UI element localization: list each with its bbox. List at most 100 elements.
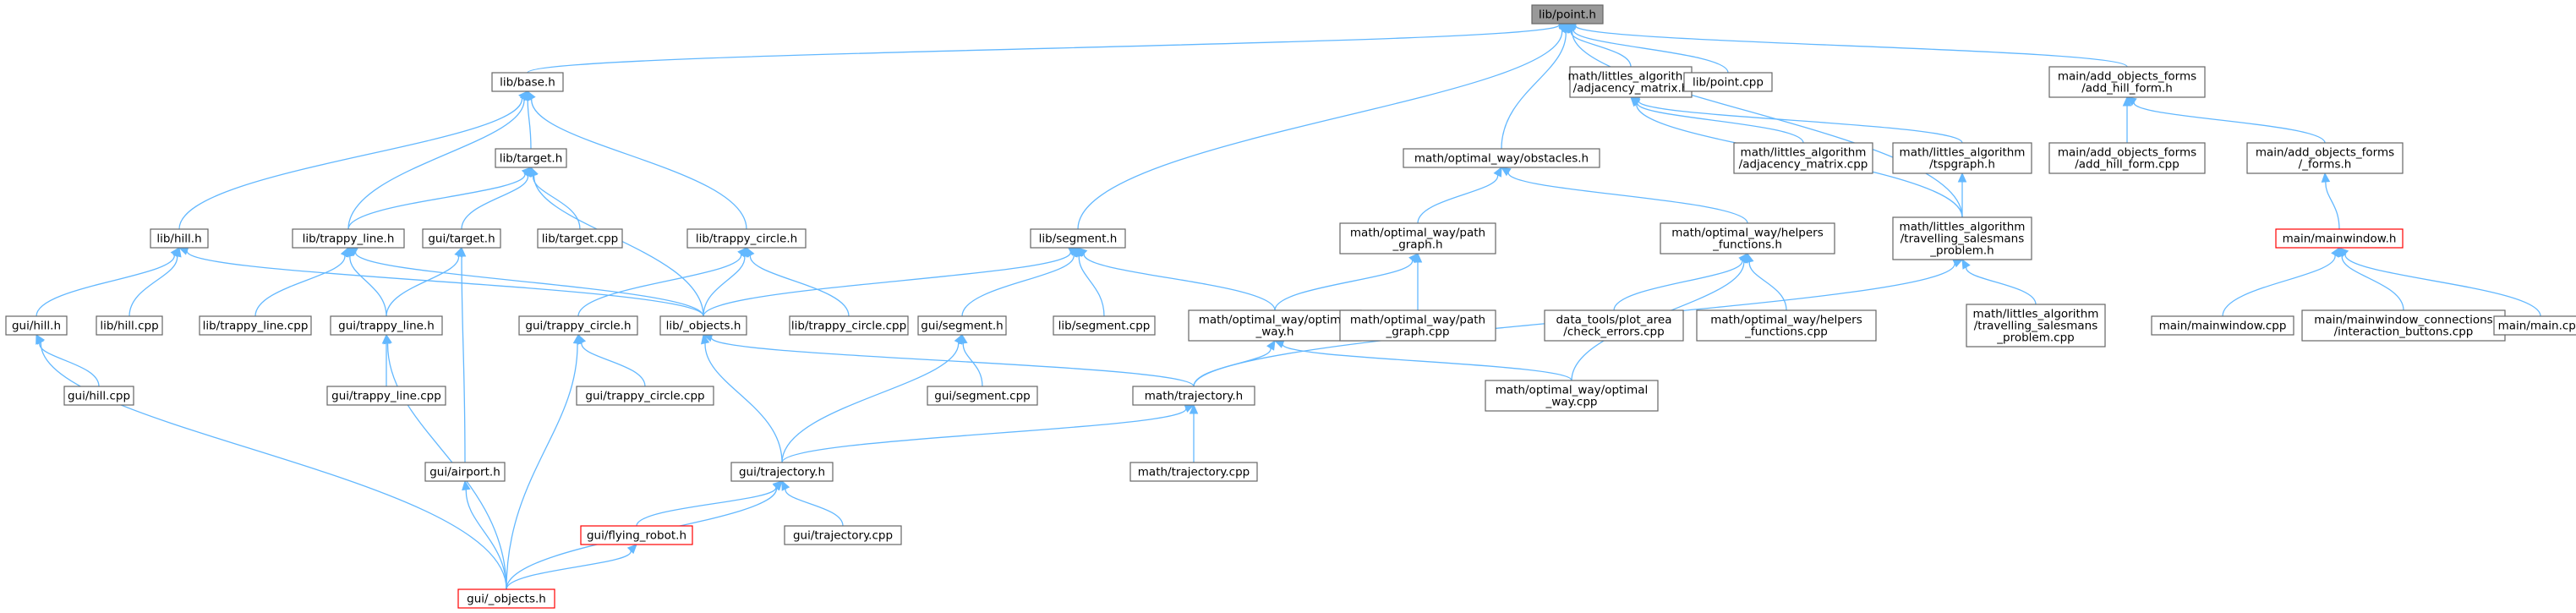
node-forms-h[interactable]: main/add_objects_forms/_forms.h: [2246, 142, 2404, 174]
node-checkerr-cpp[interactable]: data_tools/plot_area/check_errors.cpp: [1544, 309, 1684, 342]
node-gobjects-h[interactable]: gui/_objects.h: [457, 588, 555, 609]
edge-tline-h-to-tline-cpp: [254, 246, 349, 317]
node-label: /add_hill_form.cpp: [2075, 158, 2179, 172]
node-label: math/littles_algorithm: [1568, 70, 1694, 84]
node-label: /adjacency_matrix.cpp: [1739, 158, 1868, 172]
edges-layer: [36, 20, 2541, 590]
node-tline-h[interactable]: lib/trappy_line.h: [292, 228, 405, 249]
node-box: [2275, 228, 2404, 249]
node-label: lib/target.h: [500, 152, 563, 166]
node-ghill-h[interactable]: gui/hill.h: [5, 315, 68, 336]
edge-hill-h-to-objects-h: [178, 246, 704, 317]
node-adj-cpp[interactable]: math/littles_algorithm/adjacency_matrix.…: [1733, 142, 1873, 174]
node-gsegment-h[interactable]: gui/segment.h: [917, 315, 1007, 336]
node-gtarget-h[interactable]: gui/target.h: [422, 228, 501, 249]
node-box: [518, 315, 638, 336]
node-label: math/optimal_way/path: [1350, 314, 1485, 327]
node-point-h[interactable]: lib/point.h: [1531, 4, 1604, 25]
edge-point-h-to-segment-h: [1077, 23, 1568, 230]
node-hill-cpp[interactable]: lib/hill.cpp: [96, 315, 163, 336]
node-gtline-h[interactable]: gui/trappy_line.h: [330, 315, 443, 336]
node-box: [1696, 309, 1877, 342]
edge-adj-h-to-adj-cpp: [1630, 96, 1804, 144]
node-label: data_tools/plot_area: [1556, 314, 1671, 327]
node-gsegment-cpp[interactable]: gui/segment.cpp: [927, 386, 1038, 406]
node-ahf-cpp[interactable]: main/add_objects_forms/add_hill_form.cpp: [2048, 142, 2206, 174]
node-pgraph-cpp[interactable]: math/optimal_way/path_graph.cpp: [1339, 309, 1496, 342]
node-box: [580, 525, 693, 545]
edge-tcircle-h-to-objects-h: [703, 246, 749, 317]
node-target-cpp[interactable]: lib/target.cpp: [537, 228, 623, 249]
node-gtraj-h[interactable]: gui/trajectory.h: [730, 462, 834, 482]
node-label: gui/trappy_line.h: [338, 320, 435, 333]
node-label: math/trajectory.h: [1145, 390, 1243, 403]
node-ghill-cpp[interactable]: gui/hill.cpp: [63, 386, 134, 406]
node-tsprob-cpp[interactable]: math/littles_algorithm/travelling_salesm…: [1966, 304, 2106, 348]
edge-grobot-h-to-gobjects-h: [506, 544, 637, 590]
node-box: [1129, 462, 1258, 482]
node-box: [1053, 315, 1156, 336]
node-ow-cpp[interactable]: math/optimal_way/optimal_way.cpp: [1485, 380, 1659, 412]
edge-gsegment-h-to-gtraj-h: [781, 333, 963, 463]
node-label: _functions.cpp: [1744, 326, 1828, 339]
node-label: _functions.h: [1712, 238, 1782, 252]
node-tline-cpp[interactable]: lib/trappy_line.cpp: [199, 315, 312, 336]
node-label: lib/_objects.h: [666, 320, 741, 333]
node-label: gui/hill.cpp: [68, 390, 130, 403]
edge-base-h-to-tcircle-h: [527, 90, 747, 230]
node-pgraph-h[interactable]: math/optimal_way/path_graph.h: [1339, 222, 1496, 255]
edge-obstacles-h-to-pgraph-h: [1417, 166, 1502, 224]
node-label: _problem.cpp: [1996, 331, 2074, 345]
node-label: gui/hill.h: [12, 320, 61, 333]
node-box: [495, 148, 567, 168]
edge-segment-h-to-gsegment-h: [961, 246, 1079, 317]
edge-segment-h-to-ow-h: [1077, 247, 1276, 311]
node-segment-h[interactable]: lib/segment.h: [1030, 228, 1126, 249]
node-label: gui/airport.h: [429, 466, 500, 479]
node-label: math/littles_algorithm: [1741, 146, 1867, 160]
node-box: [659, 315, 747, 336]
node-tsp-h[interactable]: math/littles_algorithm/tspgraph.h: [1892, 142, 2032, 174]
node-ow-h[interactable]: math/optimal_way/optimal_way.h: [1188, 309, 1362, 342]
edge-tsp-h-to-tsprob-h: [1957, 172, 1967, 217]
node-segment-cpp[interactable]: lib/segment.cpp: [1053, 315, 1156, 336]
node-helpers-cpp[interactable]: math/optimal_way/helpers_functions.cpp: [1696, 309, 1877, 342]
node-box: [927, 386, 1038, 406]
node-gtraj-cpp[interactable]: gui/trajectory.cpp: [784, 525, 902, 545]
node-main-cpp[interactable]: main/main.cpp: [2493, 315, 2576, 336]
node-target-h[interactable]: lib/target.h: [495, 148, 567, 168]
node-point-cpp[interactable]: lib/point.cpp: [1683, 72, 1773, 92]
node-hill-h[interactable]: lib/hill.h: [150, 228, 209, 249]
node-obstacles-h[interactable]: math/optimal_way/obstacles.h: [1403, 148, 1600, 168]
node-traj-h[interactable]: math/trajectory.h: [1132, 386, 1255, 406]
node-grobot-h[interactable]: gui/flying_robot.h: [580, 525, 693, 545]
node-box: [686, 228, 807, 249]
node-label: /check_errors.cpp: [1563, 326, 1664, 339]
node-gtcircle-h[interactable]: gui/trappy_circle.h: [518, 315, 638, 336]
node-helpers-h[interactable]: math/optimal_way/helpers_functions.h: [1660, 222, 1835, 255]
node-box: [2246, 142, 2404, 174]
edge-target-h-to-tline-h: [347, 167, 532, 230]
node-box: [1892, 142, 2032, 174]
node-mwconn-cpp[interactable]: main/mainwindow_connections/interaction_…: [2301, 309, 2506, 342]
node-mainwindow-cpp[interactable]: main/mainwindow.cpp: [2151, 315, 2294, 336]
node-gtcircle-cpp[interactable]: gui/trappy_circle.cpp: [576, 386, 714, 406]
node-tcircle-h[interactable]: lib/trappy_circle.h: [686, 228, 807, 249]
node-label: lib/trappy_line.h: [303, 233, 395, 246]
node-label: math/littles_algorithm: [1973, 308, 2099, 321]
node-box: [1966, 304, 2106, 348]
node-ahf-h[interactable]: main/add_objects_forms/add_hill_form.h: [2048, 66, 2206, 98]
node-gtline-cpp[interactable]: gui/trappy_line.cpp: [326, 386, 446, 406]
node-traj-cpp[interactable]: math/trajectory.cpp: [1129, 462, 1258, 482]
node-adj-h[interactable]: math/littles_algorithm/adjacency_matrix.…: [1568, 66, 1694, 98]
node-tsprob-h[interactable]: math/littles_algorithm/travelling_salesm…: [1892, 216, 2032, 260]
node-label: math/optimal_way/helpers: [1671, 227, 1824, 240]
node-mainwindow-h[interactable]: main/mainwindow.h: [2275, 228, 2404, 249]
node-base-h[interactable]: lib/base.h: [491, 72, 564, 92]
node-box: [784, 525, 902, 545]
node-tcircle-cpp[interactable]: lib/trappy_circle.cpp: [789, 315, 909, 336]
node-label: lib/target.cpp: [542, 233, 619, 246]
node-gairport-h[interactable]: gui/airport.h: [424, 462, 506, 482]
edge-gtcircle-h-to-gobjects-h: [506, 333, 582, 590]
node-objects-h[interactable]: lib/_objects.h: [659, 315, 747, 336]
